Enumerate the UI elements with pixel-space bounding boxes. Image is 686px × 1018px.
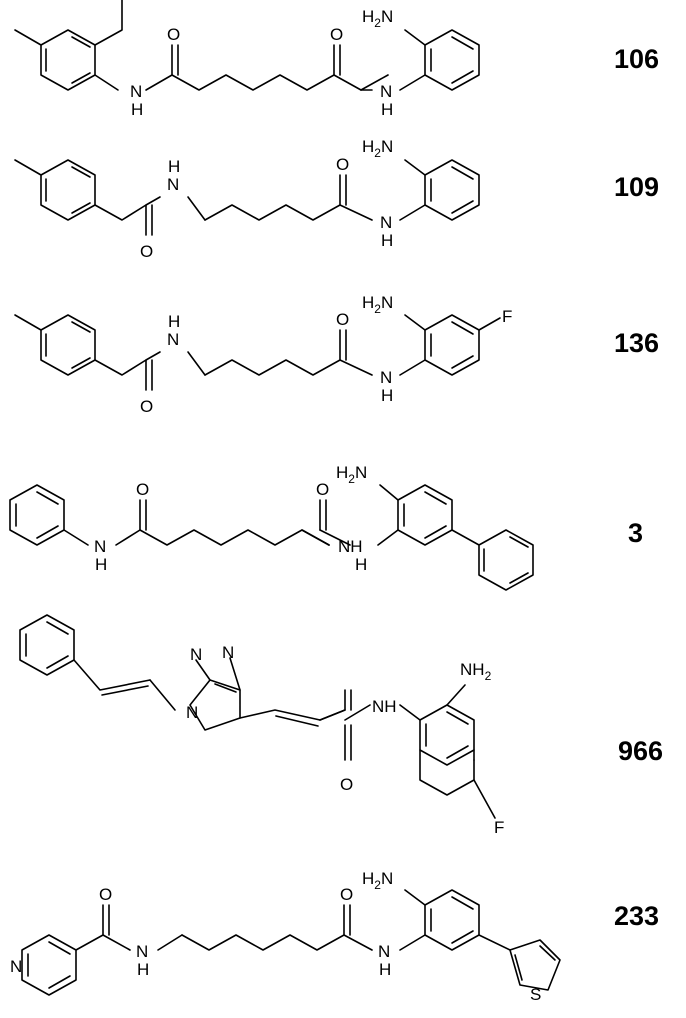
- compound-id: 233: [614, 901, 659, 931]
- nh-h-label: H: [131, 100, 143, 119]
- amide-n-label: N: [380, 82, 392, 101]
- amide-h-label: H: [379, 960, 391, 979]
- pyridine-n-label: N: [10, 957, 22, 976]
- fluorine-label: F: [494, 818, 504, 837]
- compound-966: N N N O NH NH2 F 966: [19, 614, 663, 837]
- carbonyl-o-label: O: [340, 775, 353, 794]
- amide-n-label: N: [378, 942, 390, 961]
- compound-id: 3: [628, 518, 643, 548]
- compound-3: N H O O NH H H2N 3: [9, 463, 643, 591]
- amide-h-label: H: [381, 386, 393, 405]
- nh-atom-label: N: [94, 537, 106, 556]
- compound-id: 109: [614, 172, 659, 202]
- compound-id: 106: [614, 44, 659, 74]
- compound-id: 136: [614, 328, 659, 358]
- nh-atom-label: N: [130, 82, 142, 101]
- compound-id: 966: [618, 736, 663, 766]
- amide-n-label: N: [380, 368, 392, 387]
- amide-h-label: H: [355, 555, 367, 574]
- compound-136: N H O O N H H2N F 136: [14, 293, 659, 416]
- carbonyl-o-label: O: [336, 310, 349, 329]
- thiophene-s-label: S: [530, 985, 541, 1004]
- nh-h-label: H: [168, 157, 180, 176]
- fluorine-label: F: [502, 307, 512, 326]
- nh-h-label: H: [168, 312, 180, 331]
- carbonyl-o-label: O: [99, 885, 112, 904]
- nh-atom-label: N: [167, 330, 179, 349]
- amide-n-label: N: [136, 942, 148, 961]
- carbonyl-o-label: O: [136, 480, 149, 499]
- carbonyl-o-label: O: [330, 25, 343, 44]
- pyrazole-n2-label: N: [190, 645, 202, 664]
- carbonyl-o-label: O: [167, 25, 180, 44]
- amide-nh-label: NH: [372, 697, 397, 716]
- amide-h-label: H: [381, 100, 393, 119]
- carbonyl-o-label: O: [340, 885, 353, 904]
- amide-nh-label: NH: [338, 537, 363, 556]
- compound-109: N H O O N H H2N 109: [14, 137, 659, 261]
- amine-label: H2N: [362, 7, 393, 30]
- pyrazole-n1-label: N: [186, 703, 198, 722]
- amine-label: H2N: [336, 463, 367, 486]
- compound-233: N O N H O N H H2N S 233: [10, 869, 659, 1004]
- amide-h-label: H: [381, 231, 393, 250]
- amide-h-label: H: [137, 960, 149, 979]
- pyrazole-n-label: N: [222, 643, 234, 662]
- amine-label: H2N: [362, 869, 393, 892]
- amine-label: H2N: [362, 137, 393, 160]
- compound-106: N H O O N H H2N 106: [14, 0, 659, 119]
- amine-label: H2N: [362, 293, 393, 316]
- amine-label: NH2: [460, 660, 492, 683]
- carbonyl-o-label: O: [140, 242, 153, 261]
- carbonyl-o-label: O: [336, 155, 349, 174]
- amide-n-label: N: [380, 213, 392, 232]
- nh-atom-label: N: [167, 175, 179, 194]
- carbonyl-o-label: O: [140, 397, 153, 416]
- nh-h-label: H: [95, 555, 107, 574]
- carbonyl-o-label: O: [316, 480, 329, 499]
